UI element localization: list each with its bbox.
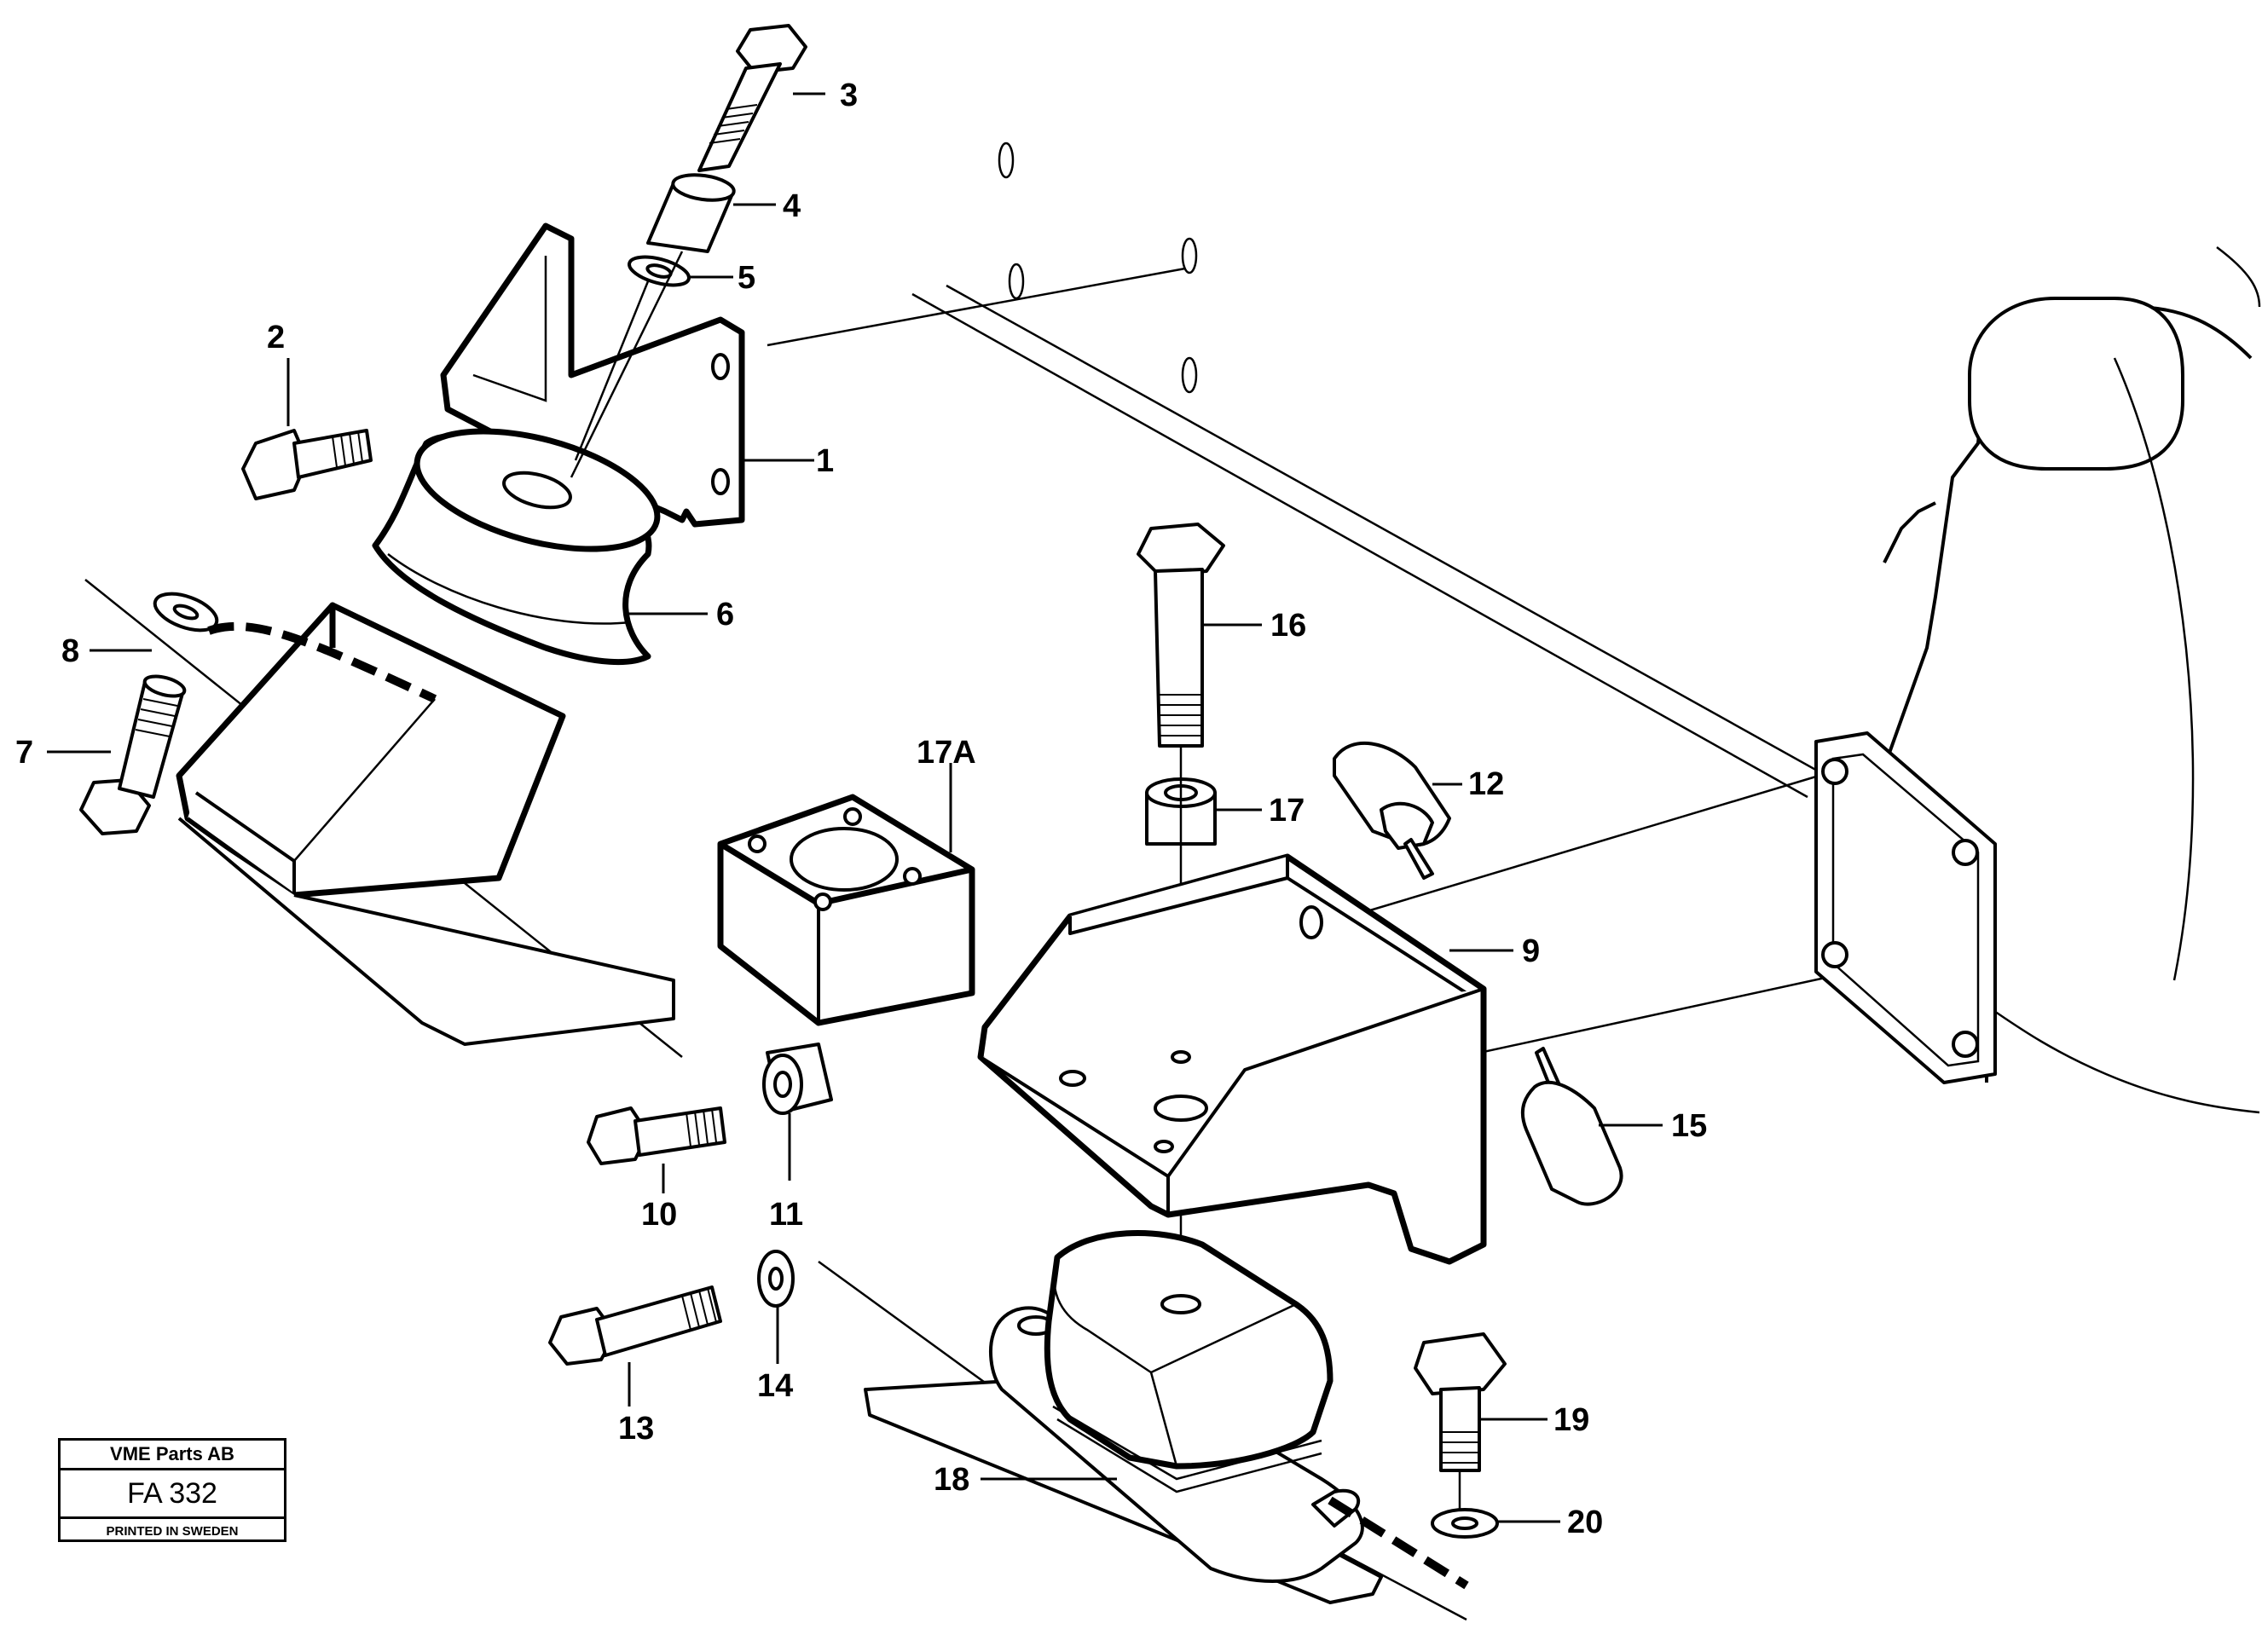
part-9-bracket bbox=[977, 853, 1487, 1265]
part-14-washer bbox=[757, 1250, 795, 1308]
callout-2: 2 bbox=[267, 320, 285, 355]
part-13-bolt bbox=[548, 1285, 722, 1366]
frame-support-left bbox=[176, 602, 675, 1046]
callout-17a: 17A bbox=[917, 735, 976, 771]
part-17a-block bbox=[717, 794, 975, 1026]
part-2-bolt bbox=[241, 429, 373, 500]
callout-15: 15 bbox=[1671, 1108, 1707, 1144]
callout-19: 19 bbox=[1553, 1402, 1589, 1438]
part-1-bracket bbox=[440, 222, 745, 528]
part-8-washer bbox=[153, 592, 219, 632]
leader-lines bbox=[47, 92, 1663, 1523]
company-name: VME Parts AB bbox=[61, 1441, 284, 1470]
dashed-bolt-path-8 bbox=[207, 621, 437, 703]
callout-3: 3 bbox=[840, 78, 858, 113]
part-10-bolt bbox=[587, 1106, 726, 1165]
callout-5: 5 bbox=[738, 260, 755, 296]
callout-13: 13 bbox=[618, 1411, 654, 1447]
figure-code: FA 332 bbox=[61, 1470, 284, 1519]
part-15-tube bbox=[1520, 1047, 1623, 1206]
callout-10: 10 bbox=[641, 1197, 677, 1233]
callout-16: 16 bbox=[1270, 608, 1306, 644]
callout-9: 9 bbox=[1522, 933, 1540, 969]
callout-17: 17 bbox=[1269, 793, 1305, 829]
part-12-tube bbox=[1333, 741, 1451, 880]
part-3-bolt bbox=[697, 24, 807, 172]
frame-lines bbox=[84, 142, 1843, 1621]
callout-20: 20 bbox=[1567, 1505, 1603, 1540]
dashed-bolt-path-20 bbox=[1328, 1496, 1469, 1590]
callout-7: 7 bbox=[15, 735, 33, 771]
part-7-bolt bbox=[79, 674, 187, 835]
engine-housing bbox=[1814, 246, 2261, 1114]
part-20-washer bbox=[1431, 1508, 1499, 1539]
callout-12: 12 bbox=[1468, 766, 1504, 802]
part-5-washer bbox=[570, 251, 691, 478]
part-6-rubber-mount bbox=[372, 428, 661, 666]
callout-4: 4 bbox=[783, 188, 801, 224]
callout-8: 8 bbox=[61, 633, 79, 669]
part-18-engine-mount bbox=[989, 1229, 1364, 1583]
part-4-sleeve bbox=[646, 173, 736, 253]
callout-14: 14 bbox=[757, 1368, 793, 1404]
part-11-sleeve bbox=[762, 1043, 833, 1115]
part-16-bolt bbox=[1137, 523, 1225, 748]
part-19-bolt bbox=[1414, 1332, 1507, 1472]
callout-18: 18 bbox=[934, 1462, 969, 1498]
title-block: VME Parts AB FA 332 PRINTED IN SWEDEN bbox=[58, 1438, 286, 1542]
callout-1: 1 bbox=[816, 443, 834, 479]
callout-11: 11 bbox=[769, 1197, 803, 1233]
printed-note: PRINTED IN SWEDEN bbox=[106, 1524, 239, 1539]
callout-6: 6 bbox=[716, 597, 734, 632]
